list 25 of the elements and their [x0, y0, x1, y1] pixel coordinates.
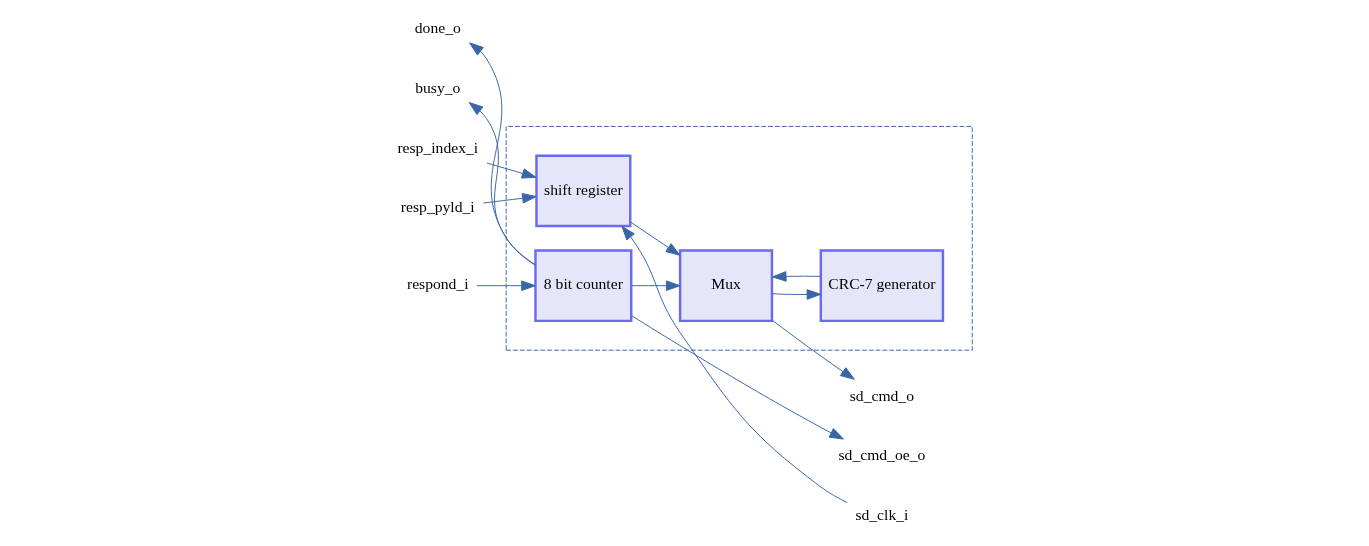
arrow	[631, 315, 844, 440]
node-text: respond_i	[406, 275, 469, 293]
node-text: resp_pyld_i	[400, 198, 475, 216]
arrow	[631, 280, 681, 291]
arrow	[771, 289, 822, 300]
node-text: sd_cmd_oe_o	[838, 446, 926, 464]
arrow	[771, 271, 822, 282]
node-box: shift register	[535, 154, 632, 228]
node-text: done_o	[414, 19, 461, 37]
arrow	[476, 280, 536, 291]
arrow	[621, 225, 848, 504]
arrow	[629, 221, 681, 256]
arrow	[468, 102, 536, 266]
arrow	[469, 42, 536, 266]
arrow	[486, 162, 537, 179]
node-box: Mux	[678, 249, 774, 323]
node-text: sd_clk_i	[855, 506, 909, 524]
arrow	[771, 319, 855, 380]
arrow	[482, 193, 537, 204]
node-box: CRC-7 generator	[819, 249, 945, 323]
cluster	[505, 125, 973, 351]
node-box: 8 bit counter	[534, 249, 633, 323]
node-text: resp_index_i	[397, 138, 479, 156]
node-text: busy_o	[415, 79, 461, 97]
node-text: sd_cmd_o	[849, 386, 914, 404]
